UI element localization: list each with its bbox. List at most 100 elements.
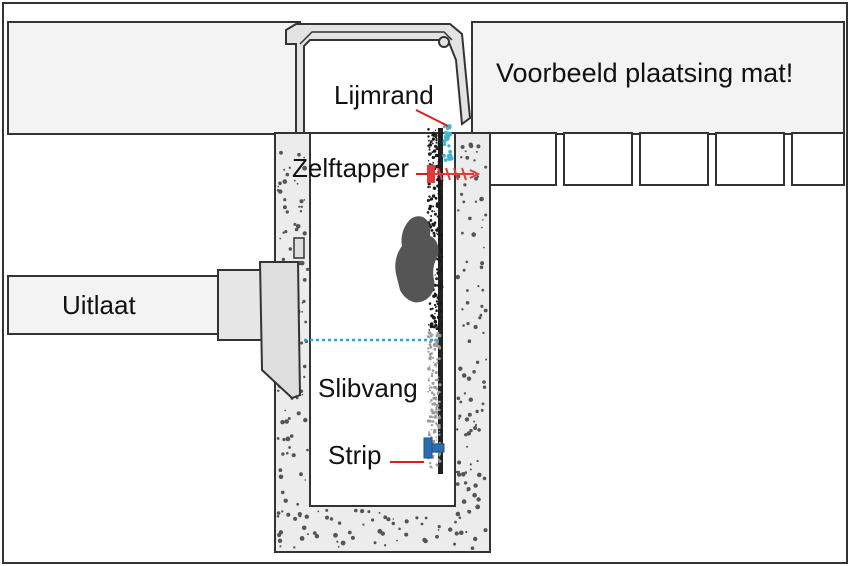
- mat-fibre: [435, 340, 439, 345]
- mat-fibre: [438, 346, 442, 350]
- glue-bead: [442, 125, 446, 129]
- concrete-speck: [460, 156, 463, 159]
- mat-fibre: [431, 151, 434, 154]
- mat-fibre: [429, 358, 432, 361]
- concrete-speck: [469, 463, 472, 466]
- mat-fibre: [430, 374, 434, 378]
- mat-fibre: [427, 186, 430, 189]
- concrete-speck: [295, 224, 301, 229]
- concrete-speck: [468, 397, 473, 402]
- mat-fibre: [438, 270, 442, 274]
- mat-fibre: [439, 226, 442, 229]
- mat-fibre: [429, 365, 431, 367]
- mat-fibre: [432, 142, 434, 145]
- mat-fibre: [440, 255, 444, 259]
- concrete-speck: [473, 536, 478, 542]
- outlet-pipe: [7, 237, 305, 400]
- concrete-speck: [325, 508, 329, 512]
- mat-fibre: [436, 233, 439, 236]
- concrete-speck: [474, 423, 478, 427]
- mat-fibre: [440, 233, 443, 236]
- concrete-speck: [281, 257, 286, 262]
- concrete-speck: [298, 514, 302, 518]
- mat-fibre: [429, 141, 432, 144]
- mat-fibre: [431, 155, 435, 160]
- ground-surface-left: [7, 21, 301, 135]
- mat-fibre: [433, 234, 436, 238]
- mat-fibre: [434, 293, 438, 297]
- concrete-speck: [296, 182, 299, 185]
- concrete-speck: [467, 509, 472, 514]
- mat-fibre: [438, 433, 441, 436]
- mat-fibre: [430, 386, 432, 388]
- mat-fibre: [429, 308, 432, 311]
- concrete-speck: [422, 537, 427, 543]
- concrete-speck: [293, 222, 297, 226]
- mat-fibre: [435, 403, 440, 408]
- mat-fibre: [439, 247, 442, 251]
- mat-fibre: [434, 212, 437, 216]
- mat-fibre: [438, 401, 441, 404]
- mat-fibre: [438, 376, 440, 378]
- concrete-speck: [481, 226, 483, 229]
- concrete-speck: [483, 528, 488, 533]
- concrete-speck: [286, 451, 289, 455]
- outlet-funnel: [258, 261, 302, 400]
- concrete-speck: [424, 516, 428, 520]
- mat-fibre: [429, 143, 433, 147]
- mat-fibre: [430, 314, 434, 318]
- concrete-speck: [299, 536, 305, 541]
- mat-fibre: [438, 233, 441, 236]
- mat-fibre: [428, 343, 432, 347]
- mat-fibre: [429, 186, 431, 188]
- concrete-speck: [297, 152, 301, 157]
- label-lijmrand: Lijmrand: [334, 80, 434, 110]
- mat-fibre: [438, 333, 442, 338]
- mat-fibre: [434, 196, 438, 200]
- mat-fibre: [434, 144, 438, 148]
- concrete-speck: [477, 428, 481, 432]
- mat-fibre: [431, 137, 435, 141]
- concrete-speck: [337, 546, 340, 548]
- mat-fibre: [439, 309, 443, 313]
- concrete-speck: [469, 428, 473, 433]
- mat-fibre: [437, 326, 440, 329]
- mat-fibre: [428, 139, 430, 142]
- concrete-speck: [474, 176, 479, 181]
- concrete-speck: [458, 417, 461, 420]
- mat-fibre: [438, 213, 440, 216]
- mat-fibre: [431, 307, 434, 310]
- mat-fibre: [427, 331, 432, 335]
- mat-fibre: [435, 309, 438, 313]
- mat-fibre: [428, 431, 430, 434]
- concrete-speck: [472, 492, 477, 498]
- mat-fibre: [436, 325, 438, 328]
- concrete-speck: [482, 331, 485, 335]
- mat-fibre: [433, 347, 437, 351]
- concrete-speck: [484, 213, 488, 217]
- concrete-speck: [282, 437, 286, 442]
- mat-fibre: [433, 386, 437, 389]
- mat-fibre: [438, 219, 442, 223]
- concrete-speck: [464, 471, 468, 474]
- mat-fibre: [435, 436, 438, 438]
- mat-fibre: [438, 459, 442, 463]
- mat-fibre: [433, 454, 435, 457]
- concrete-speck: [302, 364, 307, 369]
- mat-fibre: [436, 361, 439, 364]
- mat-fibre: [432, 133, 436, 137]
- mat-fibre: [432, 186, 437, 190]
- mat-fibre: [435, 414, 437, 417]
- concrete-speck: [465, 530, 468, 534]
- concrete-speck: [455, 511, 461, 517]
- concrete-speck: [312, 531, 317, 535]
- concrete-speck: [457, 209, 460, 212]
- concrete-speck: [457, 472, 462, 477]
- mat-fibre: [437, 425, 441, 429]
- mat-fibre: [435, 408, 438, 411]
- mat-fibre: [436, 315, 440, 318]
- concrete-speck: [478, 316, 482, 320]
- concrete-speck: [460, 192, 464, 196]
- mat-fibre: [431, 222, 435, 226]
- mat-fibre: [432, 205, 435, 208]
